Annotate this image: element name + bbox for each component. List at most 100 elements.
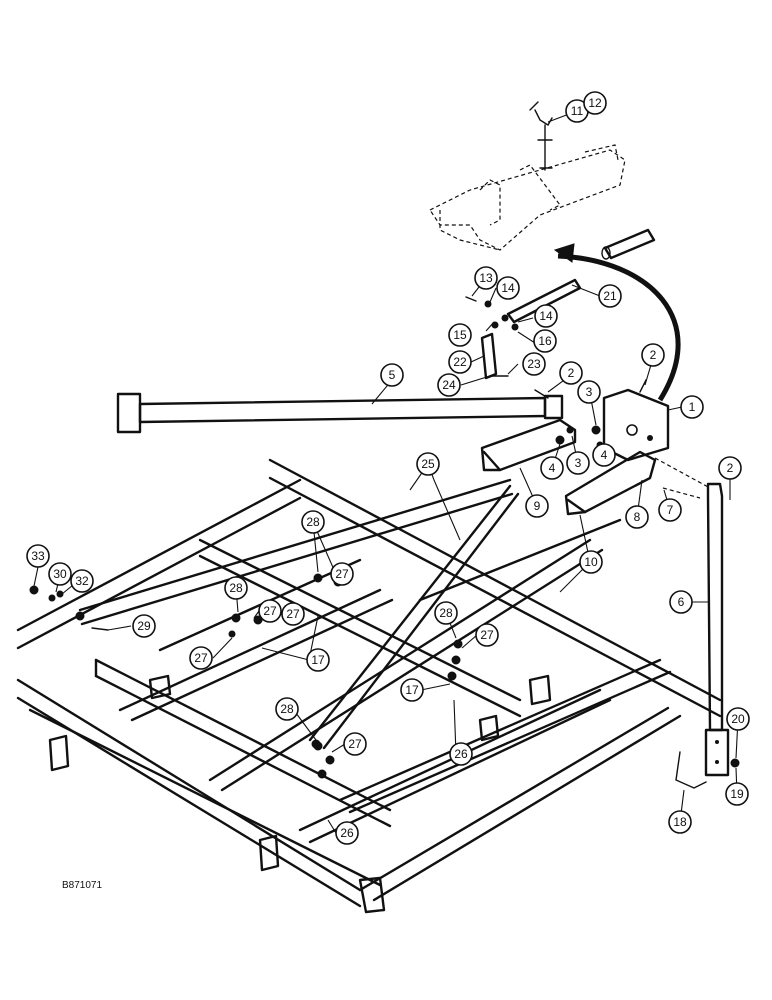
svg-text:6: 6: [678, 595, 685, 609]
svg-text:25: 25: [421, 457, 435, 471]
leg-part-6: [704, 482, 730, 777]
svg-text:28: 28: [306, 515, 320, 529]
callout-13: 13: [474, 266, 498, 290]
callout-28c: 28: [434, 601, 458, 625]
svg-text:30: 30: [53, 567, 67, 581]
svg-text:32: 32: [75, 574, 89, 588]
hitch-arm-part-9: [480, 418, 577, 472]
callout-15: 15: [448, 323, 472, 347]
hitch-pin-part-11: [529, 101, 553, 171]
callout-30: 30: [48, 562, 72, 586]
callout-14b: 14: [534, 304, 558, 328]
callout-28b: 28: [224, 576, 248, 600]
callout-20: 20: [726, 707, 750, 731]
svg-text:3: 3: [586, 385, 593, 399]
leader-lines: [33, 110, 739, 834]
callout-3a: 3: [577, 380, 601, 404]
svg-text:28: 28: [439, 606, 453, 620]
svg-text:10: 10: [584, 555, 598, 569]
svg-text:21: 21: [603, 289, 617, 303]
callout-21: 21: [598, 284, 622, 308]
callout-2c: 2: [718, 456, 742, 480]
callout-1: 1: [680, 395, 704, 419]
nut-part-19-20: [730, 758, 740, 768]
svg-text:27: 27: [480, 628, 494, 642]
svg-text:17: 17: [311, 653, 325, 667]
svg-text:16: 16: [538, 334, 552, 348]
svg-text:33: 33: [31, 549, 45, 563]
svg-text:14: 14: [539, 309, 553, 323]
callout-19: 19: [725, 782, 749, 806]
svg-text:11: 11: [571, 104, 584, 118]
callout-6: 6: [669, 590, 693, 614]
callout-27b: 27: [258, 599, 282, 623]
svg-text:26: 26: [454, 747, 468, 761]
callout-26a: 26: [449, 742, 473, 766]
svg-text:12: 12: [588, 96, 602, 110]
svg-text:28: 28: [280, 702, 294, 716]
tractor-drawbar-outline: [429, 144, 626, 251]
svg-text:27: 27: [348, 737, 362, 751]
callout-32: 32: [70, 569, 94, 593]
svg-text:20: 20: [731, 712, 745, 726]
callout-27c: 27: [281, 602, 305, 626]
svg-text:1: 1: [689, 400, 696, 414]
callout-2a: 2: [559, 361, 583, 385]
callout-17b: 17: [400, 678, 424, 702]
callout-4b: 4: [592, 443, 616, 467]
figure-id: B871071: [62, 880, 102, 891]
callout-27d: 27: [189, 646, 213, 670]
svg-text:2: 2: [650, 348, 657, 362]
assembly-arrow: [553, 243, 681, 402]
callout-12: 12: [583, 91, 607, 115]
dashed-guides: [654, 457, 711, 499]
svg-text:2: 2: [568, 366, 575, 380]
svg-text:27: 27: [335, 567, 349, 581]
callout-25: 25: [416, 452, 440, 476]
callout-9: 9: [525, 494, 549, 518]
callout-4a: 4: [540, 456, 564, 480]
svg-text:22: 22: [453, 355, 467, 369]
svg-text:27: 27: [194, 651, 208, 665]
svg-text:8: 8: [634, 510, 641, 524]
svg-text:17: 17: [405, 683, 419, 697]
callout-3b: 3: [566, 451, 590, 475]
callout-29: 29: [132, 614, 156, 638]
svg-text:3: 3: [575, 456, 582, 470]
callout-10: 10: [579, 550, 603, 574]
callout-2b: 2: [641, 343, 665, 367]
svg-text:13: 13: [479, 271, 493, 285]
callout-17a: 17: [306, 648, 330, 672]
svg-text:28: 28: [229, 581, 243, 595]
callout-24: 24: [437, 373, 461, 397]
callout-14a: 14: [496, 276, 520, 300]
svg-text:18: 18: [673, 815, 687, 829]
u-bolt-part-18: [675, 751, 707, 789]
callout-33: 33: [26, 544, 50, 568]
callout-18: 18: [668, 810, 692, 834]
svg-text:5: 5: [389, 368, 396, 382]
callout-23: 23: [522, 352, 546, 376]
callout-26b: 26: [335, 821, 359, 845]
sleeve-part-top: [601, 228, 656, 260]
callout-7: 7: [658, 498, 682, 522]
svg-text:26: 26: [340, 826, 354, 840]
svg-text:27: 27: [263, 604, 277, 618]
bolt-hardware-cluster: [465, 296, 519, 380]
callout-28d: 28: [275, 697, 299, 721]
svg-text:9: 9: [534, 499, 541, 513]
callout-16: 16: [533, 329, 557, 353]
svg-text:23: 23: [527, 357, 541, 371]
svg-text:24: 24: [442, 378, 456, 392]
hitch-arm-part-10: [564, 450, 657, 516]
svg-text:15: 15: [453, 328, 467, 342]
svg-text:27: 27: [286, 607, 300, 621]
callout-22: 22: [448, 350, 472, 374]
cross-bar-part-5: [116, 392, 564, 434]
callout-28a: 28: [301, 510, 325, 534]
svg-text:2: 2: [727, 461, 734, 475]
callout-5: 5: [380, 363, 404, 387]
svg-text:29: 29: [137, 619, 151, 633]
callout-27a: 27: [330, 562, 354, 586]
